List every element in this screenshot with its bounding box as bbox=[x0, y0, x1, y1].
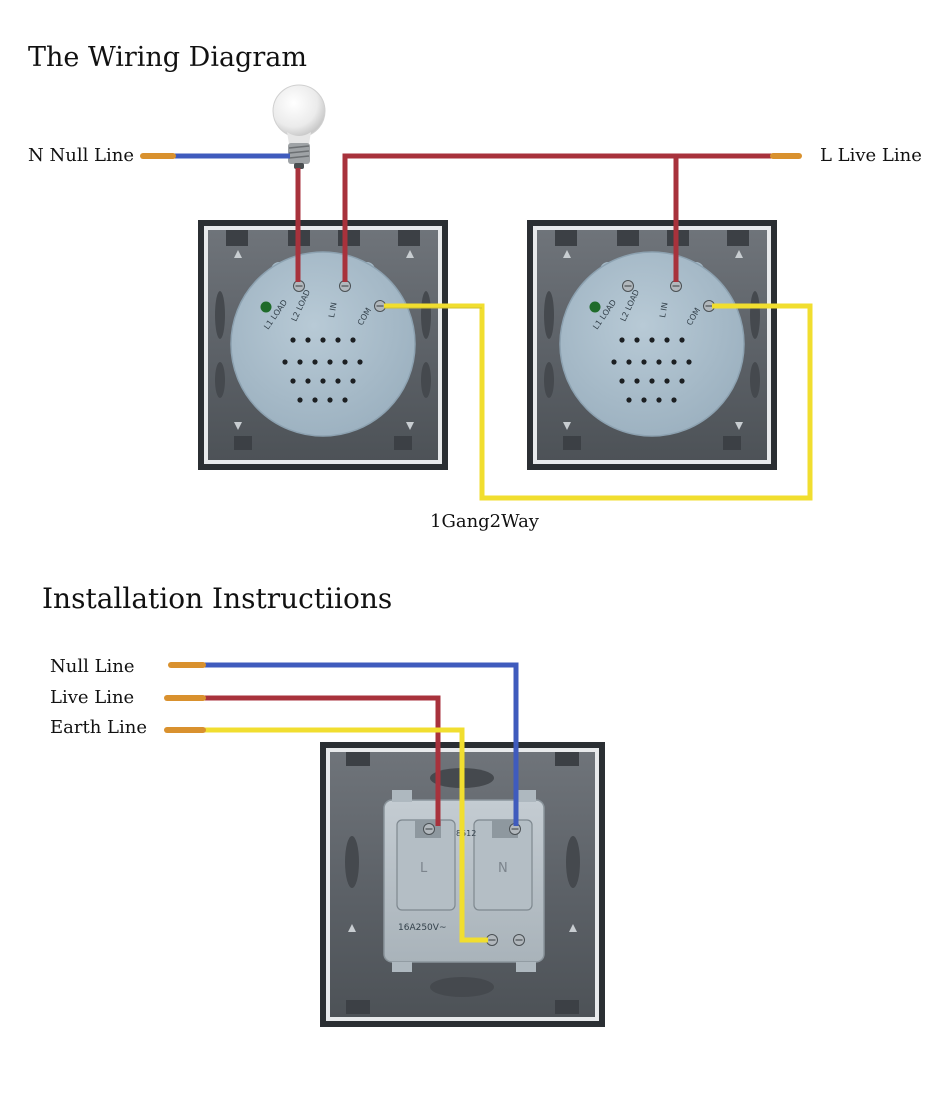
wiring-diagram-title: The Wiring Diagram bbox=[28, 42, 307, 73]
com-traveller-wire bbox=[384, 303, 813, 501]
socket-rating-marking: 16A250V~ bbox=[398, 923, 447, 933]
socket-model-marking: 8512 bbox=[456, 829, 476, 838]
live-wire-install bbox=[204, 695, 441, 826]
null-line-label: N Null Line bbox=[28, 145, 135, 166]
left-switch-module bbox=[197, 219, 449, 471]
live-wire-top bbox=[342, 153, 772, 282]
install-earth-line-label: Earth Line bbox=[50, 717, 147, 738]
install-live-line-label: Live Line bbox=[50, 687, 135, 708]
earth-wire-install bbox=[204, 727, 488, 943]
gang-way-caption: 1Gang2Way bbox=[430, 511, 539, 532]
live-line-label: L Live Line bbox=[820, 145, 922, 166]
socket-n-marking: N bbox=[498, 861, 508, 876]
light-bulb-icon bbox=[272, 84, 326, 169]
wire-tips-top bbox=[140, 153, 802, 159]
null-wire-install bbox=[204, 662, 519, 826]
install-null-line-label: Null Line bbox=[50, 656, 135, 677]
svg-text:L IN: L IN bbox=[327, 302, 339, 319]
socket-l-marking: L bbox=[420, 861, 428, 876]
svg-text:L IN: L IN bbox=[658, 302, 670, 319]
right-switch-module bbox=[526, 219, 778, 471]
installation-title: Installation Instructiions bbox=[42, 582, 393, 615]
wire-tips-install bbox=[164, 662, 206, 733]
